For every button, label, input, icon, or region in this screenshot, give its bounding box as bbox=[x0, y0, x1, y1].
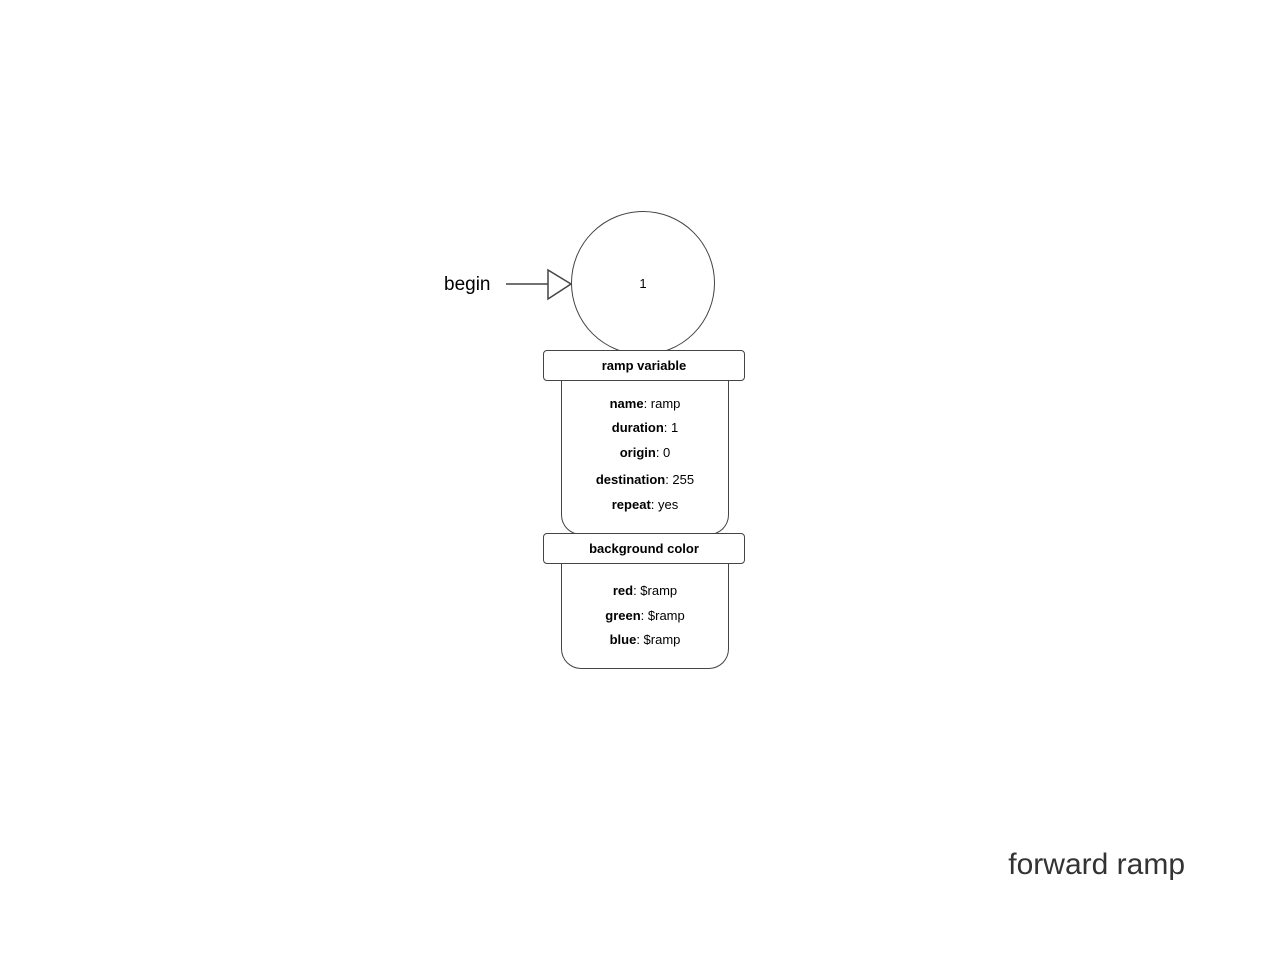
background-color-card-body bbox=[561, 562, 729, 669]
property-value: : $ramp bbox=[633, 583, 678, 598]
ramp-variable-card-header[interactable]: ramp variable bbox=[543, 350, 745, 381]
background-color-title: background color bbox=[589, 541, 699, 556]
property-value: : 0 bbox=[655, 445, 671, 460]
property-value: : ramp bbox=[643, 396, 681, 411]
ramp-variable-title: ramp variable bbox=[601, 358, 687, 373]
property-row-repeat: repeat: yes bbox=[561, 496, 729, 514]
ramp-variable-card-body bbox=[561, 379, 729, 535]
property-row-blue: blue: $ramp bbox=[561, 631, 729, 649]
property-key: destination bbox=[595, 472, 666, 487]
property-key: origin bbox=[619, 445, 656, 460]
property-value: : $ramp bbox=[640, 608, 685, 623]
entry-arrow-head bbox=[547, 268, 573, 301]
property-key: green bbox=[605, 608, 641, 623]
property-key: repeat bbox=[611, 497, 651, 512]
diagram-caption: forward ramp bbox=[1008, 848, 1185, 881]
property-row-green: green: $ramp bbox=[561, 607, 729, 625]
background-color-card-header[interactable]: background color bbox=[543, 533, 745, 564]
begin-label: begin bbox=[444, 274, 491, 295]
property-row-name: name: ramp bbox=[561, 395, 729, 413]
property-value: : 1 bbox=[663, 420, 679, 435]
property-value: : $ramp bbox=[636, 632, 681, 647]
property-value: : yes bbox=[650, 497, 679, 512]
property-row-destination: destination: 255 bbox=[561, 471, 729, 489]
property-key: name bbox=[609, 396, 644, 411]
property-row-origin: origin: 0 bbox=[561, 444, 729, 462]
state-node[interactable]: 1 bbox=[571, 211, 715, 355]
property-row-duration: duration: 1 bbox=[561, 419, 729, 437]
property-row-red: red: $ramp bbox=[561, 582, 729, 600]
property-value: : 255 bbox=[665, 472, 695, 487]
property-key: duration bbox=[611, 420, 664, 435]
state-node-label: 1 bbox=[639, 275, 647, 291]
property-key: red bbox=[612, 583, 634, 598]
property-key: blue bbox=[609, 632, 637, 647]
